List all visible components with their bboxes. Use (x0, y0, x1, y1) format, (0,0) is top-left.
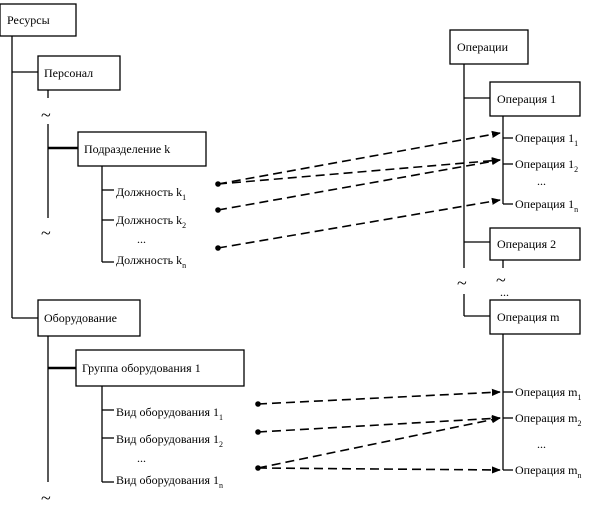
link-equipment-2-to-opm-2 (257, 414, 501, 433)
box-equipment-group: Группа оборудования 1 (75, 349, 245, 387)
link-equipment-n-to-opm-n (257, 466, 501, 474)
box-operation-m: Операция m (489, 299, 581, 335)
svg-text:Операция 1: Операция 1 (497, 92, 556, 106)
box-operation-2: Операция 2 (489, 227, 581, 261)
operation-m-sub-1: Операция m1 (515, 385, 581, 402)
tilde-op2: ~ (496, 270, 506, 290)
position-2: Должность k2 (116, 213, 186, 230)
link-position-1-to-op1-2 (217, 157, 501, 185)
link-position-2-to-op1-2 (217, 157, 501, 211)
box-division: Подразделение k (77, 131, 207, 167)
resource-tree-lines (11, 36, 114, 483)
tilde-personnel: ~ (41, 105, 51, 125)
svg-text:Операция 2: Операция 2 (497, 237, 556, 251)
tilde-personnel-bottom: ~ (41, 223, 51, 243)
ellipsis-positions: ... (137, 232, 146, 246)
svg-text:Персонал: Персонал (44, 66, 93, 80)
operation-m-sub-2: Операция m2 (515, 411, 581, 428)
svg-text:Ресурсы: Ресурсы (7, 13, 50, 27)
svg-text:Операция m: Операция m (497, 310, 560, 324)
ellipsis-opm-subs: ... (537, 437, 546, 451)
link-equipment-n-to-opm-2 (257, 416, 501, 469)
operation-tree-lines (463, 64, 513, 471)
ellipsis-equipment-types: ... (137, 451, 146, 465)
box-resources: Ресурсы (0, 3, 77, 37)
resource-operation-links (215, 130, 501, 474)
link-equipment-1-to-opm-1 (257, 388, 501, 405)
operation-m-sub-n: Операция mn (515, 463, 581, 480)
ellipsis-op2: ... (500, 285, 509, 299)
link-position-n-to-op1-n (217, 197, 501, 249)
svg-text:Операции: Операции (457, 40, 509, 54)
equipment-type-1: Вид оборудования 11 (116, 405, 223, 422)
continuation-marks: ~ ~ ~ ~ ~ ... ... ... ... ... (41, 105, 546, 508)
tilde-operations: ~ (457, 273, 467, 293)
ellipsis-op1-subs: ... (537, 174, 546, 188)
tilde-equipment-bottom: ~ (41, 488, 51, 508)
position-1: Должность k1 (116, 185, 186, 202)
equipment-type-n: Вид оборудования 1n (116, 473, 223, 490)
svg-text:Группа оборудования 1: Группа оборудования 1 (82, 361, 201, 375)
operation-1-sub-2: Операция 12 (515, 157, 578, 174)
box-operations: Операции (449, 29, 529, 65)
svg-text:Подразделение k: Подразделение k (84, 142, 170, 156)
position-n: Должность kn (116, 253, 186, 270)
operation-1-sub-1: Операция 11 (515, 131, 578, 148)
box-operation-1: Операция 1 (489, 81, 581, 117)
operation-1-sub-n: Операция 1n (515, 197, 578, 214)
box-equipment: Оборудование (37, 299, 141, 337)
svg-text:Оборудование: Оборудование (44, 311, 117, 325)
equipment-type-2: Вид оборудования 12 (116, 432, 223, 449)
link-position-1-to-op1-1 (217, 130, 501, 185)
box-personnel: Персонал (37, 55, 121, 91)
